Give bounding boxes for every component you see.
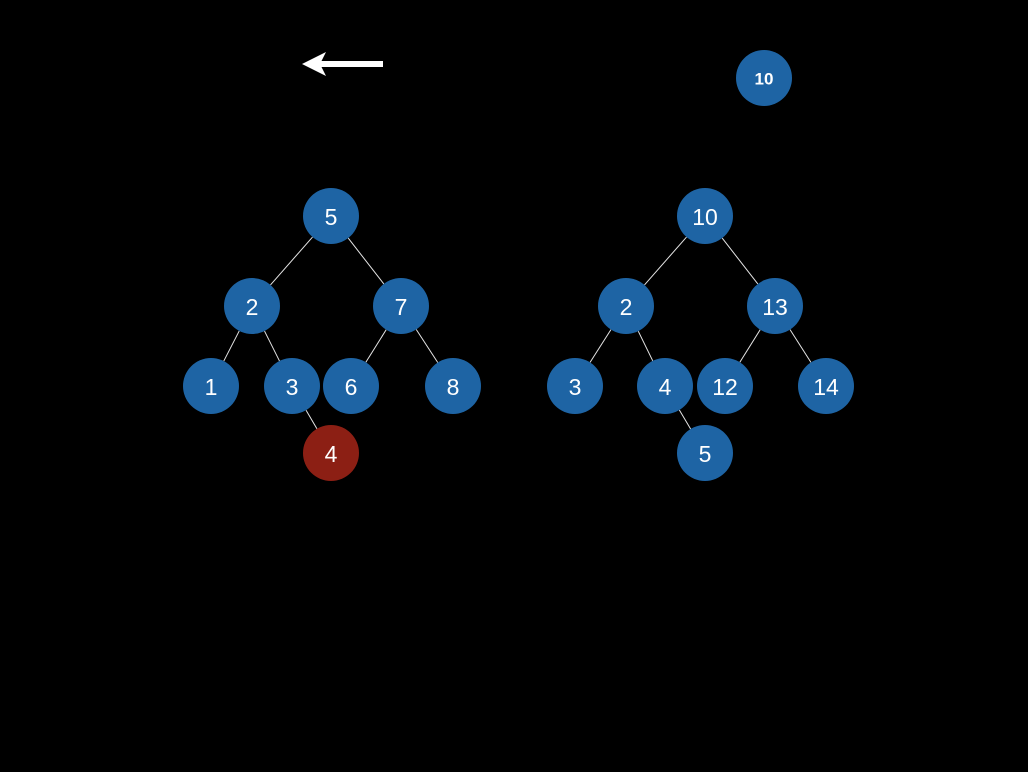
right-tree-node-circle — [677, 425, 733, 481]
left-tree-nodes: 5 2 7 1 3 6 8 4 — [183, 188, 481, 481]
right-tree-node-circle — [547, 358, 603, 414]
right-tree-node-circle — [637, 358, 693, 414]
right-tree-edge — [589, 329, 612, 363]
right-tree-edge — [678, 409, 692, 430]
left-tree-node-label: 8 — [447, 374, 460, 400]
right-tree-node-circle — [747, 278, 803, 334]
left-tree-node-label: 5 — [325, 204, 338, 230]
right-tree-node-circle — [677, 188, 733, 244]
key-node: 10 — [736, 50, 792, 106]
left-tree-edge — [347, 237, 385, 285]
right-tree-node-circle — [598, 278, 654, 334]
left-tree-node-label: 4 — [325, 441, 338, 467]
right-tree-node: 2 — [598, 278, 654, 334]
right-tree-node-circle — [697, 358, 753, 414]
left-tree-node-circle — [303, 188, 359, 244]
right-tree-node-label: 3 — [569, 374, 582, 400]
left-tree-node-circle-highlighted — [303, 425, 359, 481]
left-tree-node: 5 — [303, 188, 359, 244]
right-tree-edge — [721, 237, 759, 285]
right-tree-node-label: 12 — [712, 374, 738, 400]
right-tree: 10 2 13 3 4 12 14 5 — [547, 188, 854, 481]
right-tree-node-label: 13 — [762, 294, 788, 320]
right-tree-node: 3 — [547, 358, 603, 414]
right-tree-edge — [644, 236, 687, 286]
left-tree-edge — [415, 329, 439, 363]
right-tree-node: 4 — [637, 358, 693, 414]
right-tree-node: 13 — [747, 278, 803, 334]
left-tree-node-label: 6 — [345, 374, 358, 400]
left-tree-edges — [223, 236, 439, 430]
left-tree-node: 1 — [183, 358, 239, 414]
right-tree-node-label: 10 — [692, 204, 718, 230]
right-tree-edges — [589, 236, 812, 430]
right-tree-edge — [637, 330, 654, 362]
left-tree-node-circle — [373, 278, 429, 334]
right-tree-node-label: 4 — [659, 374, 672, 400]
left-tree-edge — [305, 409, 318, 430]
left-tree: 5 2 7 1 3 6 8 4 — [183, 188, 481, 481]
left-tree-node: 3 — [264, 358, 320, 414]
right-tree-node: 10 — [677, 188, 733, 244]
left-tree-edge — [365, 329, 387, 363]
left-tree-node: 4 — [303, 425, 359, 481]
left-tree-node-label: 3 — [286, 374, 299, 400]
left-tree-node: 7 — [373, 278, 429, 334]
left-tree-node-circle — [224, 278, 280, 334]
right-tree-node: 12 — [697, 358, 753, 414]
left-tree-node-circle — [183, 358, 239, 414]
right-tree-nodes: 10 2 13 3 4 12 14 5 — [547, 188, 854, 481]
left-tree-node-circle — [323, 358, 379, 414]
key-node-circle — [736, 50, 792, 106]
left-tree-edge — [264, 330, 280, 362]
left-tree-node-circle — [425, 358, 481, 414]
right-tree-node-label: 2 — [620, 294, 633, 320]
left-tree-node: 2 — [224, 278, 280, 334]
right-tree-node-circle — [798, 358, 854, 414]
arrow-left-icon — [302, 52, 383, 76]
right-tree-node-label: 5 — [699, 441, 712, 467]
left-tree-node-label: 1 — [205, 374, 218, 400]
left-tree-node: 8 — [425, 358, 481, 414]
right-tree-node: 5 — [677, 425, 733, 481]
left-tree-node-label: 2 — [246, 294, 259, 320]
left-tree-node-label: 7 — [395, 294, 408, 320]
right-tree-edge — [789, 329, 812, 363]
left-tree-node-circle — [264, 358, 320, 414]
right-tree-edge — [739, 329, 761, 363]
key-node-label: 10 — [755, 70, 774, 89]
left-tree-edge — [270, 236, 313, 286]
left-tree-node: 6 — [323, 358, 379, 414]
left-tree-edge — [223, 330, 240, 362]
right-tree-node-label: 14 — [813, 374, 839, 400]
right-tree-node: 14 — [798, 358, 854, 414]
